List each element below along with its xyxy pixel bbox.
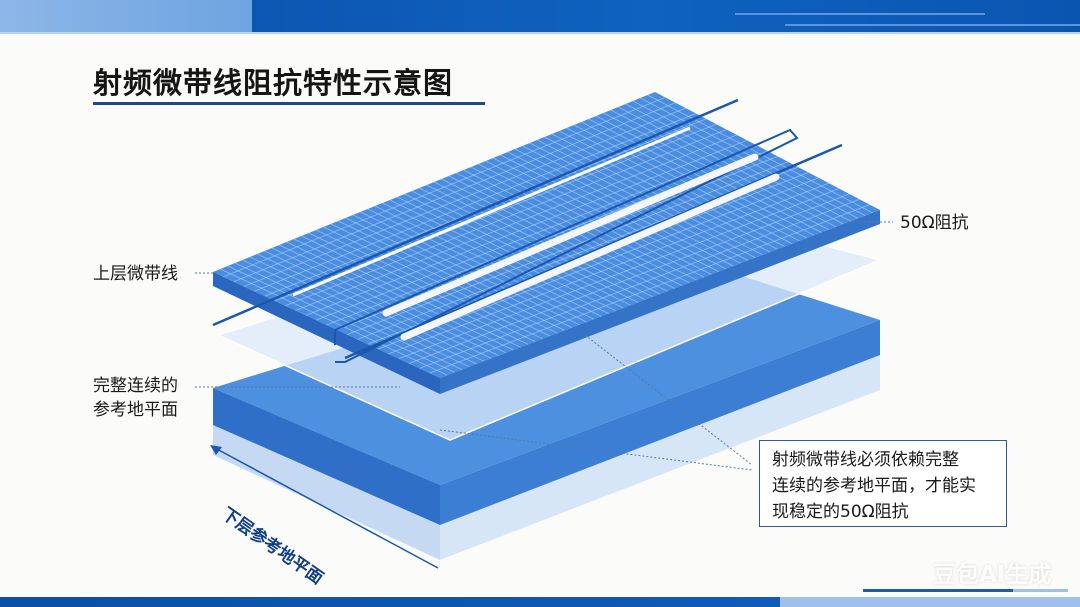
callout-line: 射频微带线必须依赖完整: [772, 450, 959, 470]
bottom-plane-arrow: [214, 447, 439, 569]
grid-line: [419, 198, 860, 369]
bottom-slab-dark-front: [213, 388, 440, 525]
label-ref-plane-2: 参考地平面: [93, 400, 178, 420]
grid-line: [233, 102, 676, 283]
trace-loop: [334, 128, 799, 363]
grid-line: [398, 188, 840, 360]
footer-bar-accent: [780, 597, 1080, 607]
footer-decor-line: [863, 589, 1013, 592]
bottom-slab-light-side-front: [213, 425, 440, 560]
top-board-front-edge: [213, 272, 440, 394]
grid-line: [429, 204, 870, 374]
top-board-grid: [220, 94, 873, 376]
watermark: 豆包AI生成: [933, 562, 1052, 588]
callout-box: 射频微带线必须依赖完整 连续的参考地平面，才能实 现稳定的50Ω阻抗: [759, 440, 1007, 527]
grid-line: [223, 96, 666, 278]
callout-line: 连续的参考地平面，才能实: [772, 476, 976, 496]
outer-trace-left: [212, 98, 739, 327]
footer-bar: [0, 597, 1080, 607]
microstrip-trace-lower: [400, 173, 780, 341]
grid-line: [243, 107, 686, 287]
bottom-slab-dark-right: [440, 320, 880, 525]
grid-line: [254, 113, 697, 292]
label-ref-plane-1: 完整连续的: [93, 376, 178, 396]
header-decor-line: [735, 13, 985, 15]
leader-callout: [584, 334, 753, 466]
grid-line: [408, 193, 850, 364]
label-top-trace: 上层微带线: [93, 264, 178, 284]
label-impedance: 50Ω阻抗: [900, 213, 969, 233]
grid-line: [388, 182, 830, 355]
grid-line: [305, 139, 748, 316]
top-board-right-edge: [440, 210, 880, 394]
header-bar-accent: [0, 0, 252, 32]
callout-line: 现稳定的50Ω阻抗: [772, 502, 909, 522]
grid-line: [295, 134, 737, 311]
arrow-head-icon: [210, 445, 222, 455]
top-trace-thin: [292, 126, 691, 297]
header-divider: [0, 32, 1080, 34]
bottom-slab-light-side-right: [440, 355, 880, 560]
grid-line: [285, 129, 727, 307]
microstrip-trace-upper: [382, 153, 759, 317]
title-underline: [93, 102, 485, 105]
page-title: 射频微带线阻抗特性示意图: [93, 66, 454, 100]
grid-line: [316, 145, 758, 321]
leader-callout-bottom: [439, 429, 753, 471]
footer-decor-line: [1013, 589, 1068, 592]
header-decor-line: [785, 24, 1080, 26]
grid-line: [346, 161, 789, 336]
grid-line: [377, 177, 819, 350]
